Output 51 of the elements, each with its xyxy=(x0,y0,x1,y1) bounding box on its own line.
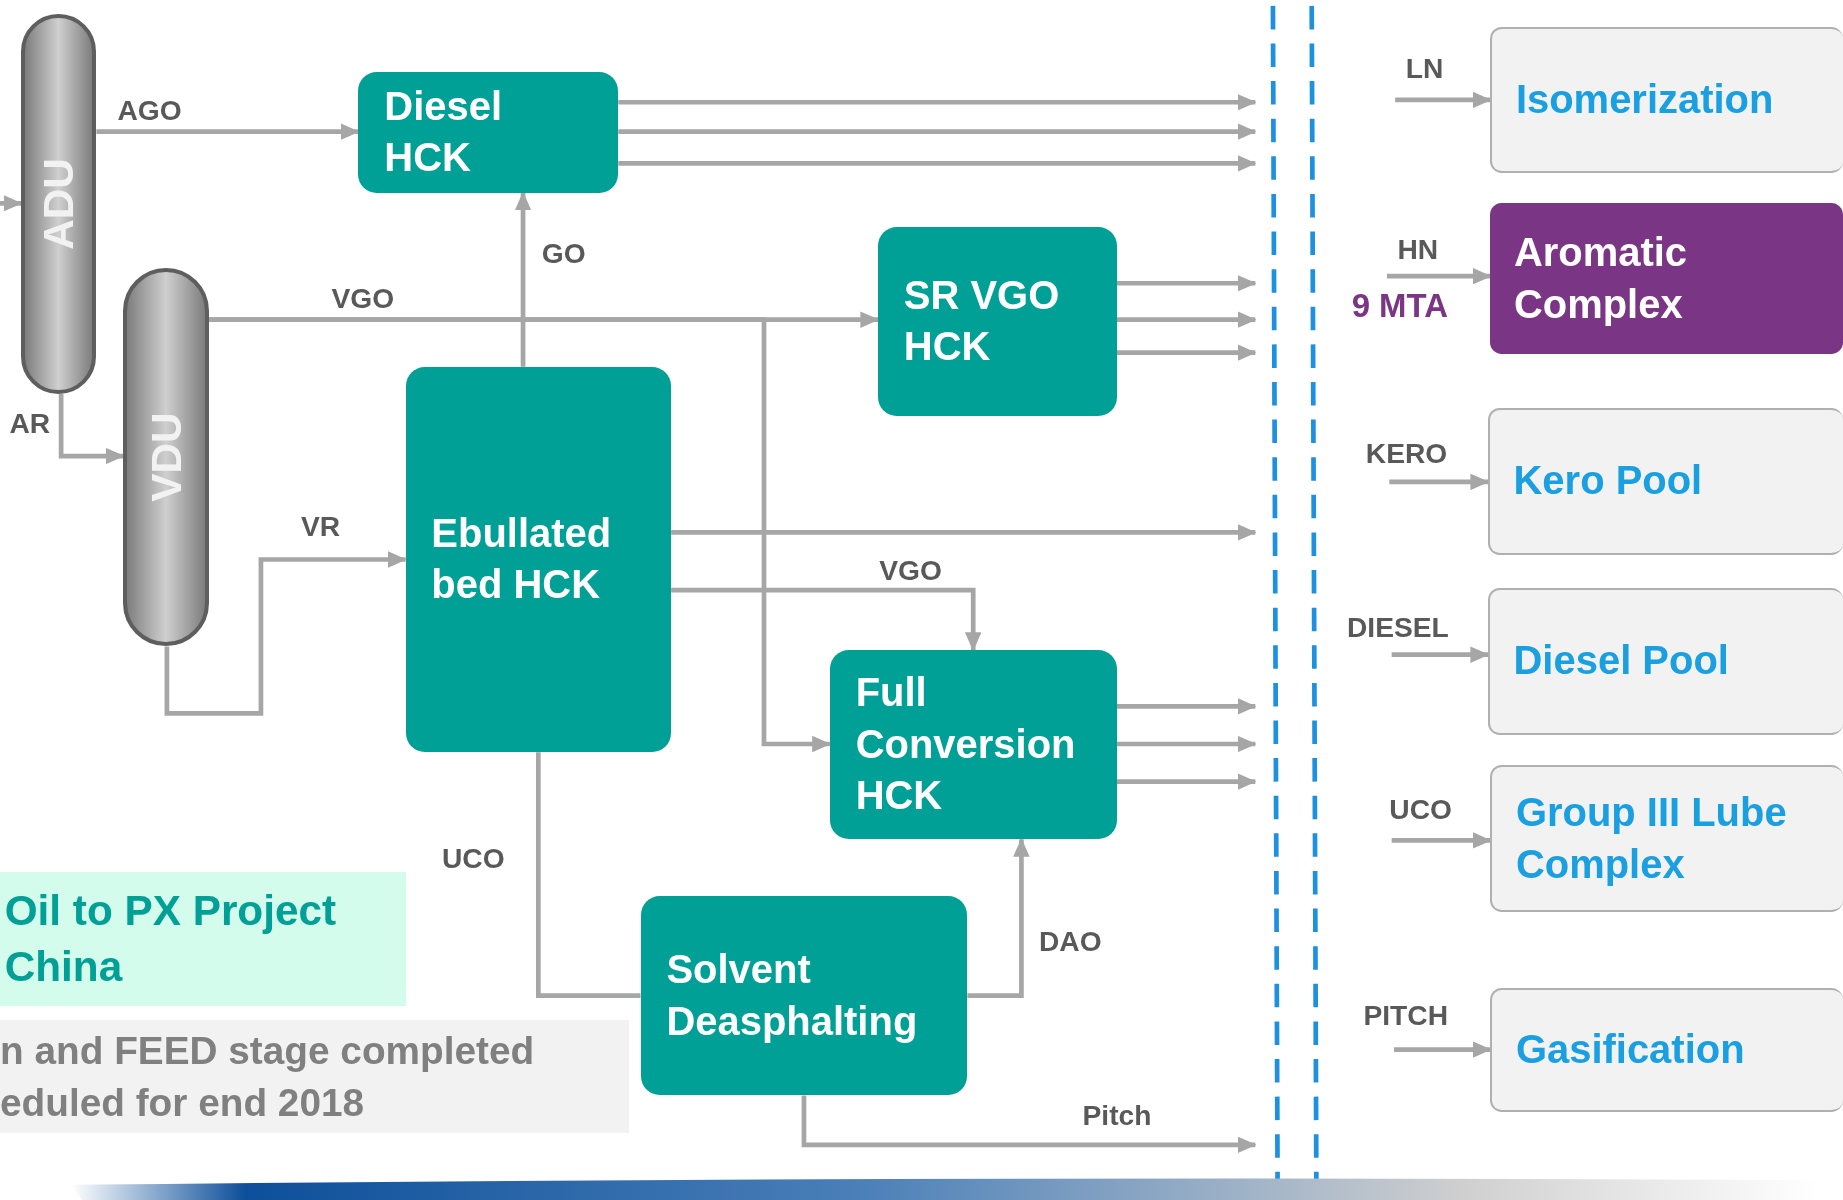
flow-arrow xyxy=(164,551,407,716)
flow-arrow xyxy=(967,838,1030,998)
flow-arrow xyxy=(1116,311,1257,328)
node-label: Solvent Deasphalting xyxy=(666,945,919,1045)
flow-arrow xyxy=(1394,1041,1492,1058)
node-label: SR VGO HCK xyxy=(903,271,1061,371)
flow-arrow xyxy=(618,155,1257,172)
node-label: Oil to PX Project China xyxy=(4,885,338,993)
flow-arrow xyxy=(1116,698,1257,715)
flow-arrow xyxy=(618,94,1257,111)
process-box xyxy=(358,71,619,193)
node-label: Ebullated bed HCK xyxy=(431,509,613,609)
process-box xyxy=(405,366,672,753)
flow-arrow xyxy=(58,393,125,465)
flow-arrow xyxy=(1116,773,1257,790)
flow-arrow xyxy=(209,317,831,753)
node-label: Aromatic Complex xyxy=(1513,228,1689,328)
flow-arrow xyxy=(1386,268,1492,285)
flow-arrow xyxy=(618,123,1257,140)
flow-arrow xyxy=(96,123,360,140)
destination-box xyxy=(1488,587,1843,735)
node-label: Kero Pool xyxy=(1513,457,1704,505)
column-label: ADU xyxy=(34,158,83,250)
node-label: Isomerization xyxy=(1515,76,1775,124)
flow-line xyxy=(535,752,641,998)
node-label: n and FEED stage completed eduled for end 2018 xyxy=(0,1027,536,1126)
flow-arrow xyxy=(801,1095,1257,1154)
node-label: Gasification xyxy=(1515,1026,1746,1074)
column-label: VDU xyxy=(142,412,191,502)
flow-arrow xyxy=(1116,344,1257,361)
node-label: Diesel HCK xyxy=(384,82,504,182)
destination-box xyxy=(1490,988,1843,1112)
node-label: Full Conversion HCK xyxy=(855,669,1077,820)
capacity-label: 9 MTA xyxy=(1351,286,1448,325)
flow-arrow xyxy=(1116,735,1257,753)
node-label: Group III Lube Complex xyxy=(1515,788,1788,888)
flow-arrow xyxy=(1391,832,1492,849)
process-box xyxy=(878,226,1117,417)
flow-arrow xyxy=(514,191,532,367)
flow-arrow xyxy=(1395,91,1492,109)
flow-arrow xyxy=(1116,275,1257,292)
destination-box xyxy=(1490,203,1843,354)
destination-box xyxy=(1490,765,1843,913)
destination-box xyxy=(1490,27,1843,173)
process-box xyxy=(640,895,968,1096)
destination-box xyxy=(1488,407,1843,555)
flow-arrow xyxy=(671,524,1257,541)
process-box xyxy=(829,650,1117,840)
project-banner xyxy=(0,872,406,1007)
flow-arrow xyxy=(671,587,982,652)
node-label: Diesel Pool xyxy=(1513,637,1730,685)
